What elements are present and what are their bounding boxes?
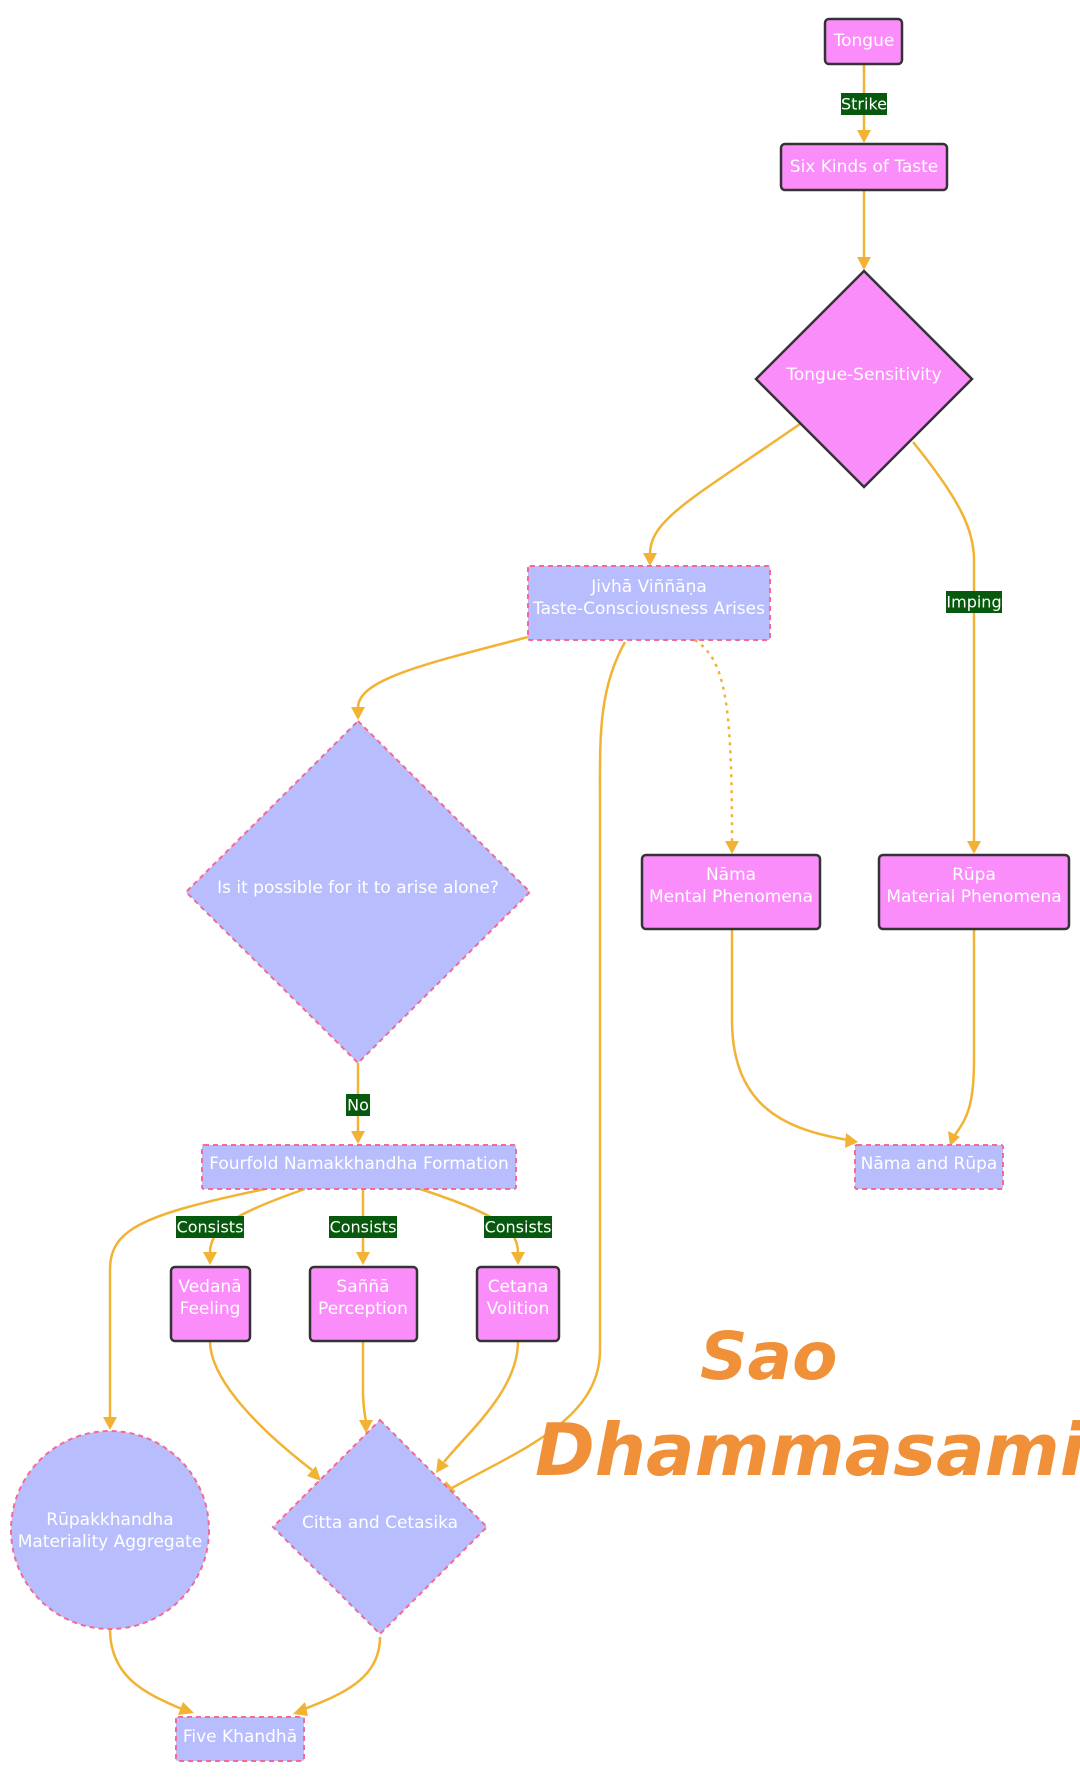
svg-text:Cetana: Cetana <box>488 1277 549 1297</box>
node-fourfold-formation[interactable]: Fourfold Namakkhandha Formation <box>201 1144 517 1190</box>
svg-text:Citta and Cetasika: Citta and Cetasika <box>302 1513 458 1533</box>
edge-rupakkhandha-to-five-khandha <box>108 1628 185 1712</box>
node-vedana[interactable]: Vedanā Feeling <box>169 1265 252 1343</box>
arrowhead <box>351 1131 365 1144</box>
arrowhead <box>967 841 981 854</box>
svg-text:Fourfold Namakkhandha Formatio: Fourfold Namakkhandha Formation <box>209 1154 509 1174</box>
svg-text:Perception: Perception <box>318 1299 408 1319</box>
svg-text:Saññā: Saññā <box>336 1277 389 1297</box>
edge-sensitivity-to-rupa <box>912 441 976 842</box>
svg-text:Rūpakkhandha: Rūpakkhandha <box>46 1510 173 1530</box>
edge-sensitivity-to-jivha <box>648 422 801 555</box>
edge-labels: Strike Imping No Consists Consists Consi… <box>176 93 1002 1238</box>
arrowhead <box>359 1420 373 1433</box>
arrowhead <box>203 1252 217 1265</box>
edge-label-consists-cetana: Consists <box>484 1216 552 1238</box>
edge-jivha-to-arise-alone <box>356 635 529 709</box>
node-cetana[interactable]: Cetana Volition <box>475 1265 561 1343</box>
edge-label-no: No <box>346 1094 370 1116</box>
edge-jivha-to-nama <box>694 638 734 843</box>
svg-text:Imping: Imping <box>946 593 1001 612</box>
arrowhead <box>857 130 871 143</box>
svg-text:Nāma: Nāma <box>706 865 756 885</box>
arrowhead <box>293 1702 308 1716</box>
arrowhead <box>356 1252 370 1265</box>
edge-label-strike: Strike <box>841 93 887 115</box>
edge-rupa-to-nama-rupa <box>953 929 976 1136</box>
edge-sanna-to-citta <box>361 1341 368 1423</box>
node-sanna[interactable]: Saññā Perception <box>308 1265 419 1343</box>
arrowhead <box>643 553 657 566</box>
svg-text:Feeling: Feeling <box>180 1299 241 1319</box>
arrowhead <box>845 1133 858 1148</box>
edge-citta-to-five-khandha <box>301 1636 382 1712</box>
edge-label-consists-sanna: Consists <box>329 1216 397 1238</box>
arrowhead <box>103 1417 117 1430</box>
arrowhead <box>307 1466 321 1481</box>
svg-text:Material Phenomena: Material Phenomena <box>886 887 1061 907</box>
svg-text:Taste-Consciousness Arises: Taste-Consciousness Arises <box>532 599 765 619</box>
svg-text:Is it possible for it to arise: Is it possible for it to arise alone? <box>217 878 499 898</box>
node-tongue-sensitivity[interactable]: Tongue-Sensitivity <box>754 269 974 489</box>
svg-text:Consists: Consists <box>177 1218 244 1237</box>
arrowhead <box>436 1458 449 1473</box>
svg-text:Tongue-Sensitivity: Tongue-Sensitivity <box>785 365 941 385</box>
svg-text:Mental Phenomena: Mental Phenomena <box>649 887 813 907</box>
svg-text:Materiality Aggregate: Materiality Aggregate <box>18 1532 203 1552</box>
svg-text:Consists: Consists <box>330 1218 397 1237</box>
nodes: Tongue Six Kinds of Taste Tongue-Sensiti… <box>10 17 1071 1762</box>
node-tongue[interactable]: Tongue <box>823 17 904 66</box>
arrowhead <box>948 1131 960 1146</box>
node-six-kinds-of-taste[interactable]: Six Kinds of Taste <box>779 142 949 192</box>
node-jivha-vinnana[interactable]: Jivhā Viññāṇa Taste-Consciousness Arises <box>527 565 771 641</box>
node-arise-alone[interactable]: Is it possible for it to arise alone? <box>184 719 532 1065</box>
svg-text:Volition: Volition <box>487 1299 550 1319</box>
watermark-line-1: Sao <box>700 1318 838 1395</box>
node-citta-and-cetasika[interactable]: Citta and Cetasika <box>271 1418 489 1636</box>
arrowhead <box>857 257 871 270</box>
arrowhead <box>178 1702 194 1715</box>
node-nama[interactable]: Nāma Mental Phenomena <box>640 853 822 931</box>
watermark-line-2: Dhammasami <box>535 1408 1080 1492</box>
svg-text:Vedanā: Vedanā <box>178 1277 241 1297</box>
node-rupa[interactable]: Rūpa Material Phenomena <box>877 853 1071 931</box>
svg-text:Rūpa: Rūpa <box>952 865 996 885</box>
node-five-khandha[interactable]: Five Khandhā <box>175 1716 305 1762</box>
arrowhead <box>725 841 739 854</box>
node-rupakkhandha[interactable]: Rūpakkhandha Materiality Aggregate <box>10 1430 210 1630</box>
edges <box>103 64 981 1716</box>
edge-vedana-to-citta <box>208 1340 313 1471</box>
node-nama-and-rupa[interactable]: Nāma and Rūpa <box>854 1144 1004 1190</box>
edge-jivha-to-citta <box>451 641 627 1490</box>
svg-text:Six Kinds of Taste: Six Kinds of Taste <box>790 157 938 177</box>
edge-fourfold-to-rupakkhandha <box>108 1187 266 1418</box>
svg-text:Jivhā Viññāṇa: Jivhā Viññāṇa <box>590 577 707 597</box>
svg-text:Strike: Strike <box>841 95 887 114</box>
svg-text:No: No <box>347 1096 369 1115</box>
edge-label-consists-vedana: Consists <box>176 1216 244 1238</box>
svg-text:Consists: Consists <box>485 1218 552 1237</box>
svg-text:Nāma and Rūpa: Nāma and Rūpa <box>861 1154 998 1174</box>
arrowhead <box>351 707 365 720</box>
edge-label-imping: Imping <box>946 591 1002 613</box>
svg-text:Five Khandhā: Five Khandhā <box>183 1727 297 1747</box>
arrowhead <box>511 1252 525 1265</box>
edge-nama-to-nama-rupa <box>730 929 849 1142</box>
edge-cetana-to-citta <box>443 1340 520 1463</box>
svg-text:Tongue: Tongue <box>833 31 895 51</box>
